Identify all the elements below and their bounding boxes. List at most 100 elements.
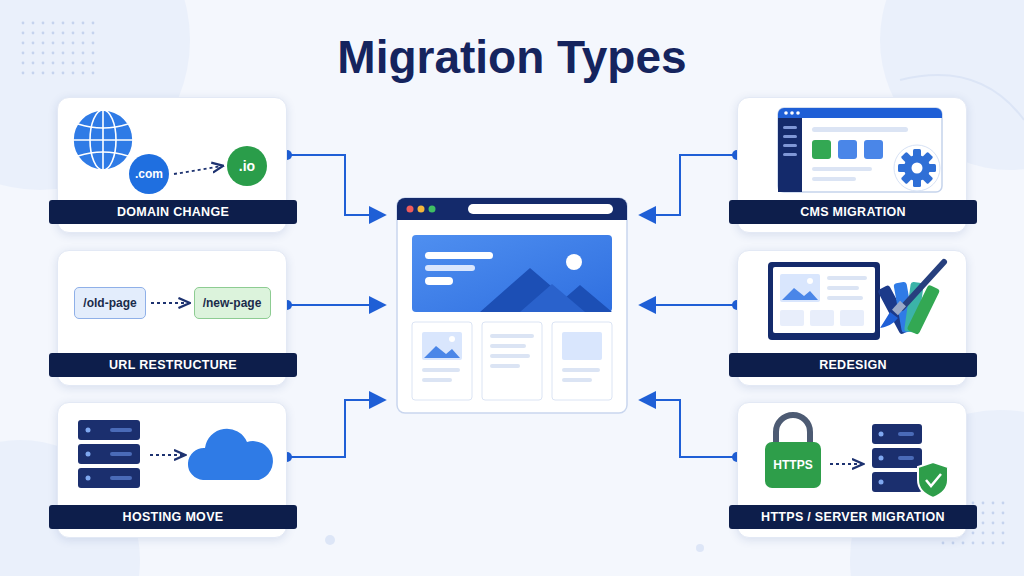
move-arrow: [150, 454, 184, 456]
globe-icon: [73, 139, 133, 141]
server-stack: [110, 428, 132, 432]
server-stack: [110, 476, 132, 480]
url-box: /old-page: [74, 287, 146, 319]
card-label: DOMAIN CHANGE: [49, 200, 297, 224]
redesign-screen: [810, 310, 834, 326]
flow-arrows: [640, 155, 737, 215]
server-stack: [78, 468, 140, 488]
cms-window: [838, 140, 857, 159]
server-stack: [898, 432, 914, 460]
card-label: REDESIGN: [729, 353, 977, 377]
redesign-screen: [840, 310, 864, 326]
redesign-screen: [780, 310, 804, 326]
cms-window: [783, 126, 797, 129]
lock-shackle: [776, 415, 810, 442]
node-text: /old-page: [83, 296, 136, 310]
arrow-dots: [282, 150, 742, 462]
server-stack: [879, 456, 884, 461]
central-website: [429, 206, 436, 213]
redesign-screen: [768, 262, 880, 340]
central-website: [490, 354, 530, 358]
globe-icon: [78, 124, 128, 128]
url-box: /new-page: [194, 287, 271, 319]
central-website: [418, 206, 425, 213]
migration-arrow: [174, 166, 222, 174]
central-website: [482, 322, 542, 400]
server-stack: [110, 452, 132, 456]
central-website: [422, 368, 460, 372]
central-website: [562, 332, 602, 360]
migration-arrow: [151, 302, 189, 304]
cms-window: [783, 153, 797, 156]
server-stack: [898, 456, 914, 460]
server-stack: [872, 472, 922, 492]
central-website: [397, 198, 627, 220]
cms-window: [790, 111, 794, 115]
server-stack: [78, 420, 140, 488]
server-stack: [86, 428, 91, 481]
central-website: [490, 334, 534, 338]
central-website: [425, 265, 475, 271]
flow-arrows: [287, 155, 737, 457]
server-stack: [879, 432, 884, 485]
cms-window: [812, 140, 831, 159]
server-stack: [110, 428, 132, 480]
cms-window: [864, 140, 883, 159]
color-swatches: [907, 284, 941, 335]
flow-arrows: [640, 400, 737, 457]
paint-brush: [892, 301, 906, 315]
connectors: [151, 166, 222, 303]
security-shield: [918, 462, 948, 498]
paint-brush: [880, 262, 944, 328]
cms-window: [783, 135, 797, 138]
central-website: [397, 198, 627, 413]
globe-icon: [73, 110, 133, 170]
card-label: CMS MIGRATION: [729, 200, 977, 224]
central-website: [449, 336, 455, 342]
central-website: [407, 206, 414, 213]
flow-arrows: [287, 400, 385, 457]
title: Migration Types: [0, 30, 1024, 84]
cloud-icon: [188, 429, 273, 480]
cms-window: [812, 177, 856, 181]
cms-window: [898, 149, 936, 187]
flow-arrows: [287, 304, 385, 306]
server-stack: [78, 444, 140, 464]
redesign-screen: [773, 267, 875, 333]
central-website: [490, 344, 526, 348]
node-text: .io: [239, 158, 255, 174]
cms-window: [894, 145, 940, 191]
redesign-screen: [807, 278, 813, 284]
cms-window: [783, 144, 797, 147]
central-website: [425, 277, 453, 285]
paint-brush: [880, 312, 898, 328]
server-stack: [86, 452, 91, 457]
redesign-screen: [827, 276, 867, 280]
color-swatches: [877, 282, 940, 336]
server-stack: [879, 432, 884, 437]
central-website: [422, 332, 462, 360]
move-arrow: [830, 463, 862, 465]
card-label: HTTPS / SERVER MIGRATION: [729, 505, 977, 529]
cms-window: [812, 167, 872, 171]
redesign-screen: [780, 274, 820, 302]
node-text: HTTPS: [773, 458, 812, 472]
redesign-screen: [827, 286, 859, 290]
security-shield: [918, 462, 948, 498]
domain-badge: .io: [227, 146, 267, 186]
domain-badge: .com: [129, 154, 169, 194]
central-website: [490, 364, 520, 368]
redesign-screen: [827, 296, 863, 300]
cms-window: [778, 108, 942, 192]
server-stack: [78, 420, 140, 440]
server-stack: [872, 448, 922, 468]
redesign-screen: [768, 262, 880, 340]
cms-window: [784, 111, 788, 115]
cms-window: [904, 155, 930, 181]
node-text: .com: [135, 167, 163, 181]
central-website: [480, 268, 612, 312]
flow-arrows: [287, 155, 385, 215]
background-blobs: [325, 535, 335, 545]
central-website: [552, 322, 612, 400]
